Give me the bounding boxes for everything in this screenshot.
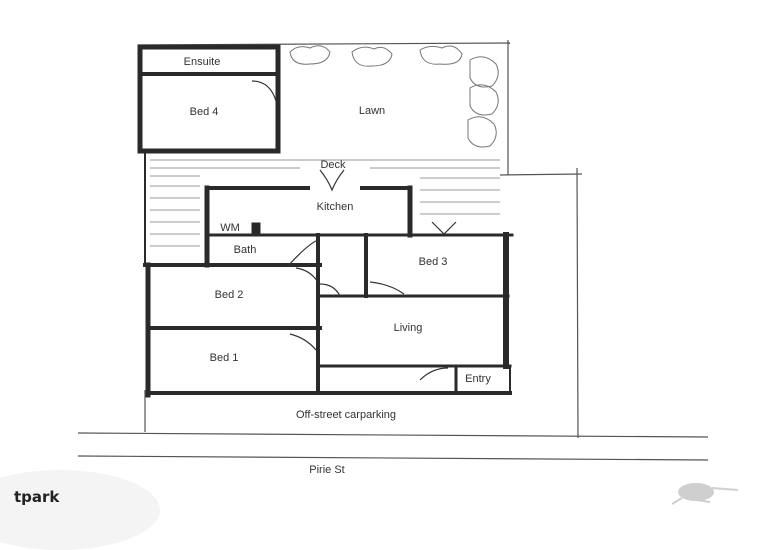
watermark-text: tpark	[14, 488, 60, 506]
deck-boards	[150, 159, 500, 247]
room-label-wm: WM	[220, 222, 240, 234]
room-label-kitchen: Kitchen	[316, 201, 354, 213]
room-label-living: Living	[393, 322, 423, 334]
room-label-bed2: Bed 2	[214, 289, 244, 301]
room-label-lawn: Lawn	[358, 105, 386, 117]
kiwi-bird-icon	[671, 483, 739, 505]
room-label-bed4: Bed 4	[189, 106, 219, 118]
street-label: Pirie St	[309, 464, 345, 476]
walls	[137, 44, 514, 398]
hedges	[289, 45, 499, 148]
room-label-entry: Entry	[465, 373, 491, 385]
carpark-label: Off-street carparking	[295, 409, 397, 421]
floor-plan	[77, 40, 709, 461]
room-label-bed3: Bed 3	[418, 256, 448, 268]
room-label-ensuite: Ensuite	[183, 56, 221, 68]
room-label-deck: Deck	[320, 159, 346, 171]
door-swings	[251, 80, 457, 381]
room-label-bath: Bath	[233, 244, 257, 256]
room-label-bed1: Bed 1	[209, 352, 239, 364]
site-boundary	[77, 40, 709, 461]
